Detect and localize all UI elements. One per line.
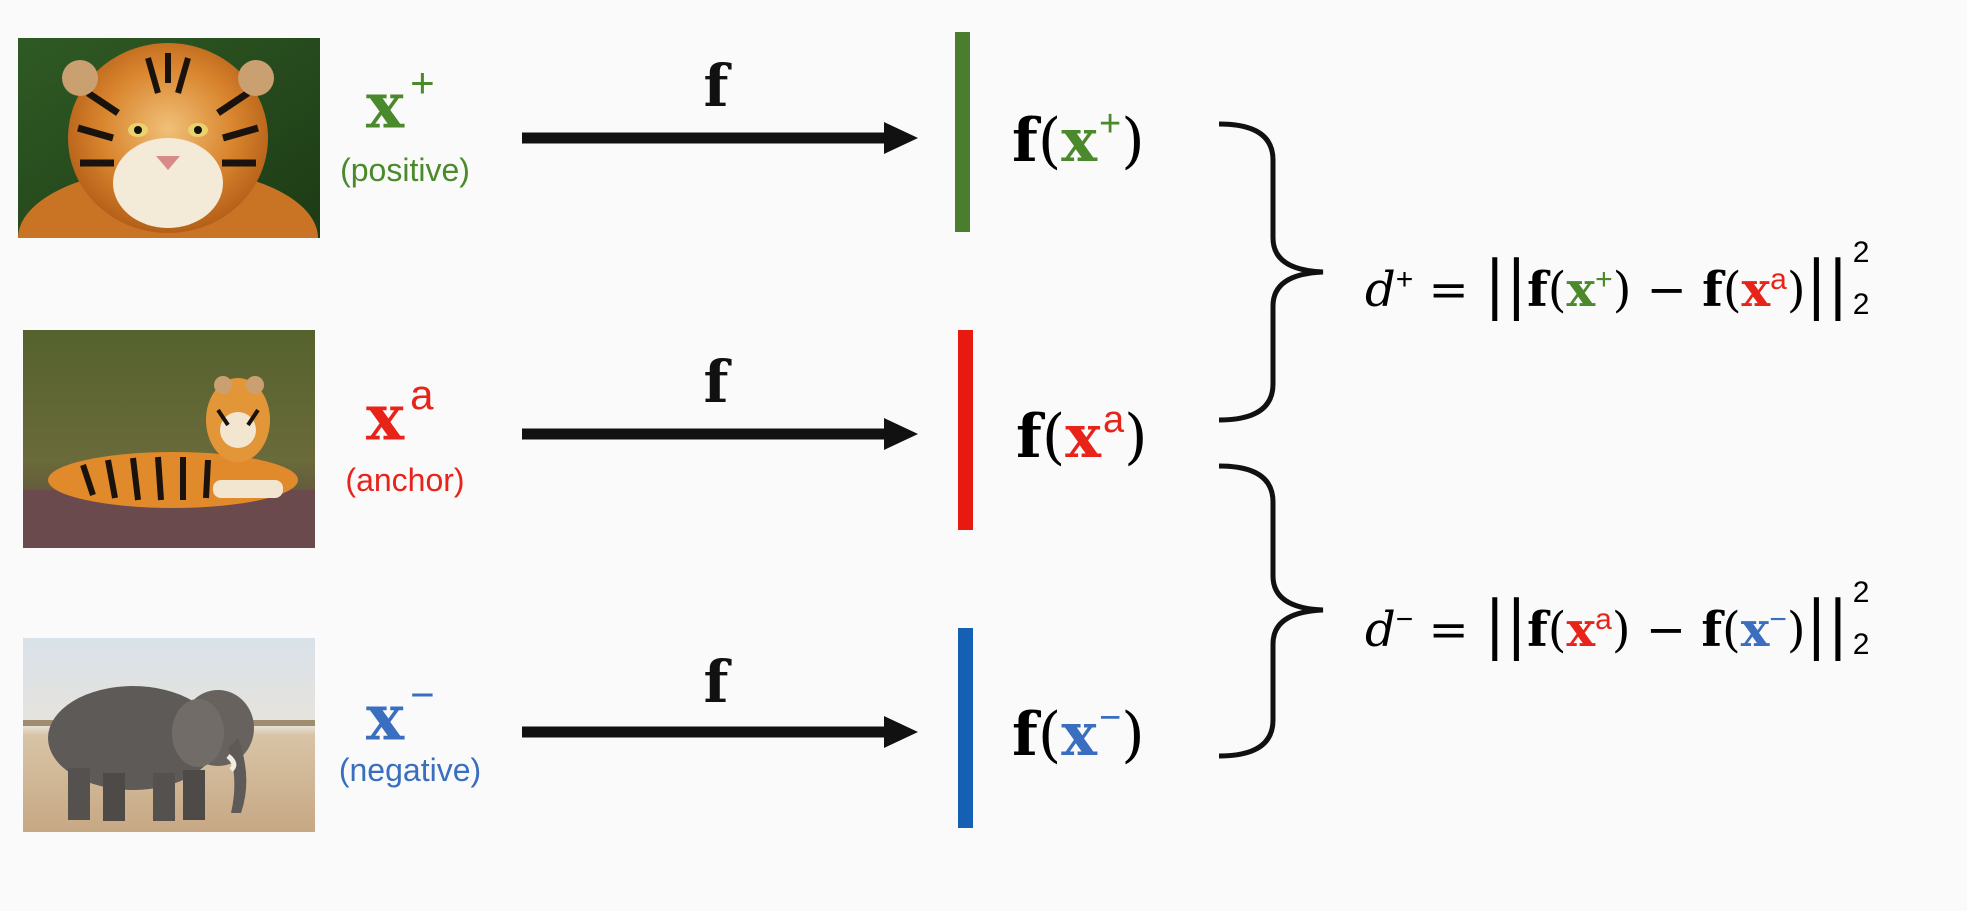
eq-power: 2 bbox=[1852, 575, 1870, 609]
eq-norm-open: || bbox=[1484, 248, 1528, 322]
embedding-negative: f(x−) bbox=[1012, 697, 1145, 770]
arrow-label-2: f bbox=[703, 348, 729, 416]
eq-lhs-sup: + bbox=[1395, 263, 1414, 296]
embed-sup: + bbox=[1099, 103, 1122, 145]
eq-lhs: d bbox=[1365, 262, 1396, 318]
eq-f2: f bbox=[1701, 602, 1722, 658]
eq-x2-sup: a bbox=[1770, 263, 1787, 296]
anchor-sup: a bbox=[410, 371, 434, 418]
anchor-x: x bbox=[366, 380, 405, 456]
embedding-positive: f(x+) bbox=[1012, 103, 1145, 176]
eq-x1-sup: a bbox=[1595, 603, 1612, 636]
eq-equals: = bbox=[1428, 602, 1469, 658]
paren-close: ) bbox=[1121, 106, 1145, 176]
eq-lhs-sup: − bbox=[1395, 603, 1414, 636]
brace-negative bbox=[1218, 463, 1324, 759]
positive-caption: (positive) bbox=[340, 152, 470, 188]
paren-close: ) bbox=[1124, 402, 1148, 472]
eq-x1-sup: + bbox=[1595, 263, 1613, 296]
embed-x: x bbox=[1061, 700, 1098, 770]
eq-f1: f bbox=[1527, 602, 1548, 658]
tiger-face-photo bbox=[18, 38, 320, 238]
eq-equals: = bbox=[1428, 262, 1469, 318]
eq-x2-sup: − bbox=[1769, 603, 1787, 636]
embed-x: x bbox=[1061, 106, 1098, 176]
eq-norm-close: || bbox=[1805, 248, 1849, 322]
elephant-photo bbox=[23, 638, 315, 832]
tiger-lying-photo bbox=[23, 330, 315, 548]
embedding-anchor: f(xa) bbox=[1016, 399, 1148, 472]
eq-power: 2 bbox=[1852, 235, 1870, 269]
negative-caption: (negative) bbox=[338, 752, 482, 788]
embed-sup: a bbox=[1103, 399, 1125, 441]
negative-x: x bbox=[366, 680, 405, 756]
eq-x1: x bbox=[1566, 602, 1596, 658]
tiger-face-image bbox=[18, 38, 320, 238]
embedding-bar-negative bbox=[958, 628, 973, 828]
embed-f: f bbox=[1012, 700, 1038, 770]
arrow-label-1: f bbox=[703, 52, 729, 120]
negative-sup: − bbox=[410, 671, 435, 718]
elephant-image bbox=[23, 638, 315, 832]
eq-minus: − bbox=[1645, 602, 1687, 658]
arrow-label-3: f bbox=[703, 648, 729, 716]
embedding-bar-positive bbox=[955, 32, 970, 232]
embed-sup: − bbox=[1099, 697, 1122, 739]
positive-x: x bbox=[366, 68, 405, 144]
anchor-caption: (anchor) bbox=[345, 462, 465, 498]
eq-norm-close: || bbox=[1805, 588, 1849, 662]
embed-f: f bbox=[1016, 402, 1042, 472]
arrow-1 bbox=[522, 122, 918, 154]
eq-norm-open: || bbox=[1484, 588, 1528, 662]
eq-minus: − bbox=[1646, 262, 1687, 318]
arrow-2 bbox=[522, 418, 918, 450]
eq-subscript: 2 bbox=[1852, 287, 1870, 321]
eq-f2: f bbox=[1702, 262, 1723, 318]
paren-close: ) bbox=[1121, 700, 1145, 770]
negative-symbol: x− bbox=[366, 674, 435, 750]
eq-x2: x bbox=[1741, 262, 1771, 318]
tiger-lying-image bbox=[23, 330, 315, 548]
positive-sup: + bbox=[410, 59, 435, 106]
brace-positive bbox=[1218, 121, 1324, 423]
eq-subscript: 2 bbox=[1852, 627, 1870, 661]
embed-f: f bbox=[1012, 106, 1038, 176]
embedding-bar-anchor bbox=[958, 330, 973, 530]
arrow-3 bbox=[522, 716, 918, 748]
eq-x2: x bbox=[1740, 602, 1770, 658]
positive-symbol: x+ bbox=[366, 62, 435, 138]
paren-open: ( bbox=[1037, 700, 1062, 770]
paren-open: ( bbox=[1037, 106, 1062, 176]
embed-x: x bbox=[1065, 402, 1102, 472]
eq-lhs: d bbox=[1365, 602, 1396, 658]
paren-open: ( bbox=[1041, 402, 1066, 472]
eq-x1: x bbox=[1566, 262, 1596, 318]
eq-f1: f bbox=[1527, 262, 1548, 318]
